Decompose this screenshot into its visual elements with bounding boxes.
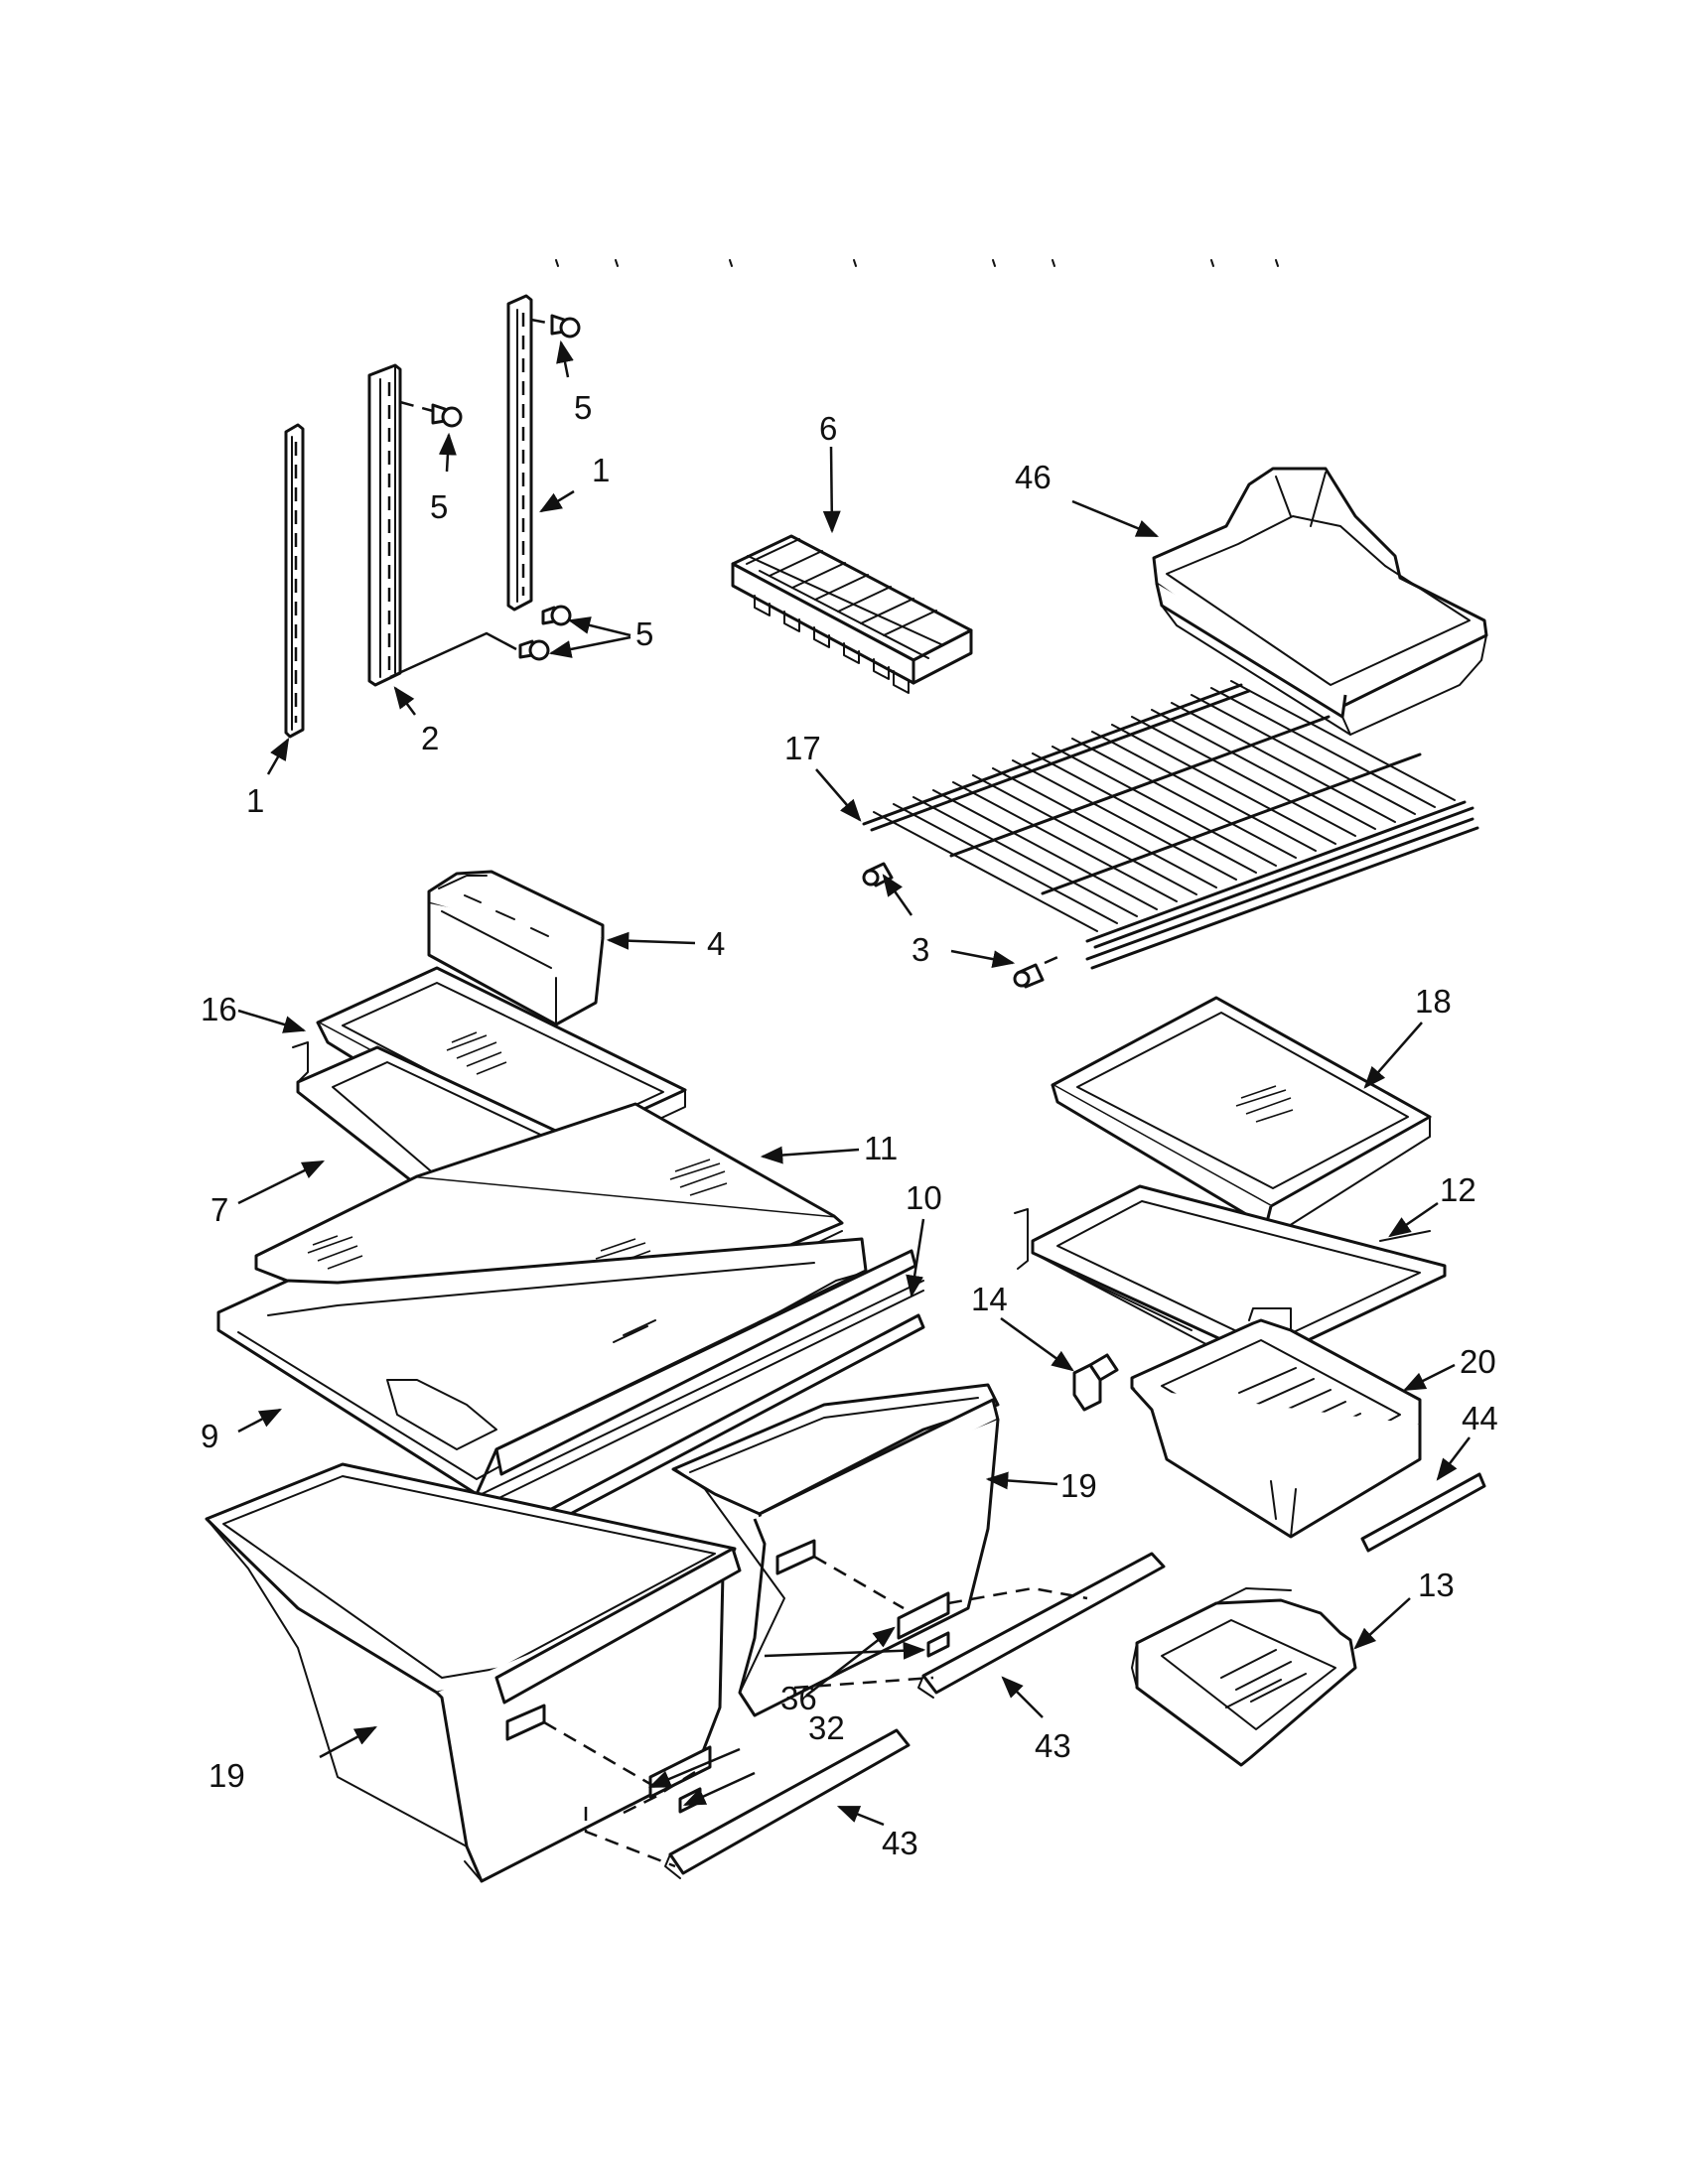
callout-9: 9 xyxy=(201,1418,218,1454)
callout-1-top: 1 xyxy=(592,452,610,488)
part-13-pan-cover xyxy=(1131,1587,1357,1767)
part-2-shelf-rail-center xyxy=(367,363,402,687)
callout-10: 10 xyxy=(906,1179,942,1216)
part-6-ice-tray xyxy=(731,534,973,694)
part-14-clip xyxy=(1072,1353,1119,1412)
scan-artifact-ticks xyxy=(555,259,1279,267)
part-3-shelf-pins xyxy=(862,862,1063,989)
part-19-crisper-drawer-left xyxy=(205,1462,742,1883)
callout-20: 20 xyxy=(1460,1343,1496,1380)
callout-32: 32 xyxy=(808,1709,845,1746)
callout-5-mid: 5 xyxy=(430,488,448,525)
callout-18: 18 xyxy=(1415,983,1452,1020)
screw-low-2 xyxy=(518,639,550,661)
callout-13: 13 xyxy=(1418,1567,1455,1603)
part-19-crisper-drawer-right xyxy=(671,1383,1000,1717)
part-1-shelf-rail-right xyxy=(506,294,533,612)
callout-2: 2 xyxy=(421,720,439,756)
callout-5-low: 5 xyxy=(635,615,653,652)
callout-7: 7 xyxy=(210,1191,228,1228)
callout-5-top: 5 xyxy=(574,389,592,426)
callout-36: 36 xyxy=(780,1680,817,1716)
part-17-wire-shelf xyxy=(862,680,1479,970)
callout-44: 44 xyxy=(1462,1400,1498,1436)
callout-labels: 5 5 1 5 2 1 6 46 17 3 4 16 11 7 10 9 19 … xyxy=(201,389,1498,1861)
screw-low-1 xyxy=(541,605,572,626)
part-4-utility-bin xyxy=(427,870,605,1026)
callout-16: 16 xyxy=(201,991,237,1027)
part-1-shelf-rail-left xyxy=(284,423,305,739)
callout-12: 12 xyxy=(1440,1171,1476,1208)
part-43-rail-left xyxy=(664,1728,911,1879)
part-46-freezer-bin xyxy=(1152,467,1488,736)
callout-6: 6 xyxy=(819,410,837,447)
callout-43-left: 43 xyxy=(882,1825,918,1861)
callout-11: 11 xyxy=(864,1130,898,1166)
callout-19-left: 19 xyxy=(209,1757,245,1794)
callout-1-bottom: 1 xyxy=(246,782,264,819)
callout-17: 17 xyxy=(784,730,821,766)
callout-14: 14 xyxy=(971,1281,1008,1317)
part-18-glass-shelf-right xyxy=(1051,996,1432,1232)
part-20-meat-pan xyxy=(1130,1307,1422,1539)
callout-3: 3 xyxy=(912,931,929,968)
leader-lines xyxy=(237,340,1471,1827)
part-5-screws xyxy=(389,314,581,679)
callout-4: 4 xyxy=(707,925,725,962)
screw-mid xyxy=(399,400,463,428)
screw-top xyxy=(530,314,581,339)
part-44-trim-strip xyxy=(1360,1472,1486,1553)
callout-46: 46 xyxy=(1015,459,1052,495)
callout-19-right: 19 xyxy=(1060,1467,1097,1504)
callout-43-right: 43 xyxy=(1035,1727,1071,1764)
